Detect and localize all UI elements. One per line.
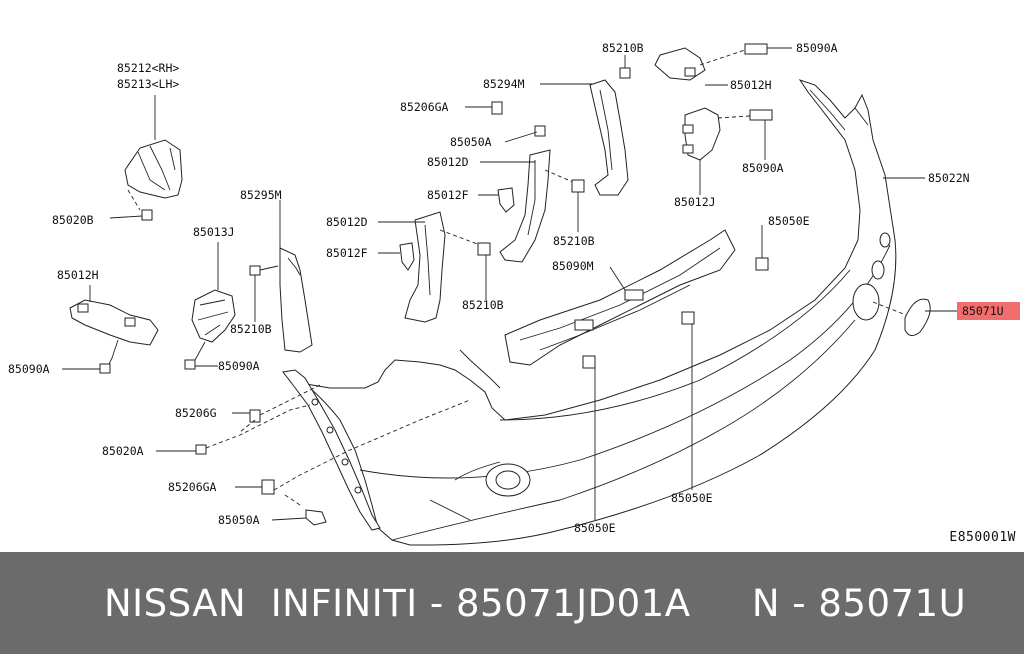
tow-hook-cover-85071u	[872, 298, 1020, 336]
highlight-box	[957, 302, 1020, 320]
label-85210b-d: 85210B	[462, 298, 504, 312]
fasteners-left-lower	[156, 384, 471, 526]
part-labels: 85212<RH> 85213<LH> 85020B 85295M 85013J…	[8, 41, 1004, 535]
label-85206ga-b: 85206GA	[400, 100, 449, 114]
bumper-exploded-diagram: 85212<RH> 85213<LH> 85020B 85295M 85013J…	[8, 41, 1020, 546]
parts-diagram-panel: 85212<RH> 85213<LH> 85020B 85295M 85013J…	[8, 41, 1020, 546]
footer-bar: NISSAN INFINITI - 85071JD01A N - 85071U	[0, 552, 1024, 654]
label-85295m: 85295M	[240, 188, 282, 202]
bracket-85013j	[184, 242, 236, 370]
label-85212: 85212<RH>	[117, 61, 179, 75]
left-side-bracket	[282, 369, 381, 531]
label-85013j: 85013J	[193, 225, 235, 239]
label-85012h-right: 85012H	[730, 78, 772, 92]
label-85012d-b: 85012D	[326, 215, 368, 229]
label-85210b-b: 85210B	[602, 41, 644, 55]
label-85050a-a: 85050A	[218, 513, 260, 527]
label-85050a-b: 85050A	[450, 135, 492, 149]
label-85090a-c: 85090A	[796, 41, 838, 55]
label-85020b: 85020B	[52, 213, 94, 227]
stay-85295m	[249, 200, 313, 353]
label-85012f-b: 85012F	[326, 246, 368, 260]
label-85294m: 85294M	[483, 77, 525, 91]
bracket-85012j	[682, 107, 773, 195]
bracket-85012d-left	[378, 211, 491, 323]
label-85090a-a: 85090A	[218, 359, 260, 373]
stay-85294m	[540, 55, 631, 196]
label-85012d-a: 85012D	[427, 155, 469, 169]
label-85090m: 85090M	[552, 259, 594, 273]
rear-bumper-cover	[282, 79, 897, 546]
bracket-85012h-right	[654, 43, 792, 86]
label-85213: 85213<LH>	[117, 77, 179, 91]
side-bracket-85212	[109, 95, 183, 221]
label-85206ga-a: 85206GA	[168, 480, 217, 494]
label-85050e-b: 85050E	[671, 491, 713, 505]
label-85090a-d: 85090A	[742, 161, 784, 175]
label-85206g: 85206G	[175, 406, 217, 420]
label-85012j: 85012J	[674, 195, 716, 209]
label-85012f-a: 85012F	[427, 188, 469, 202]
label-85020a: 85020A	[102, 444, 144, 458]
label-85050e-a: 85050E	[768, 214, 810, 228]
label-85210b-c: 85210B	[553, 234, 595, 248]
diagram-code: E850001W	[949, 530, 1016, 545]
label-85012h-left: 85012H	[57, 268, 99, 282]
bracket-85012d-center	[465, 101, 585, 263]
label-85022n: 85022N	[928, 171, 970, 185]
clips-85050e	[582, 225, 769, 520]
part-number-caption: NISSAN INFINITI - 85071JD01A N - 85071U	[104, 581, 967, 625]
label-85090a-b: 85090A	[8, 362, 50, 376]
label-85050e-c: 85050E	[574, 521, 616, 535]
bracket-85012h-left	[62, 285, 159, 374]
label-85210b-a: 85210B	[230, 322, 272, 336]
label-85071u: 85071U	[962, 304, 1004, 318]
energy-absorber-85090m	[504, 229, 736, 366]
